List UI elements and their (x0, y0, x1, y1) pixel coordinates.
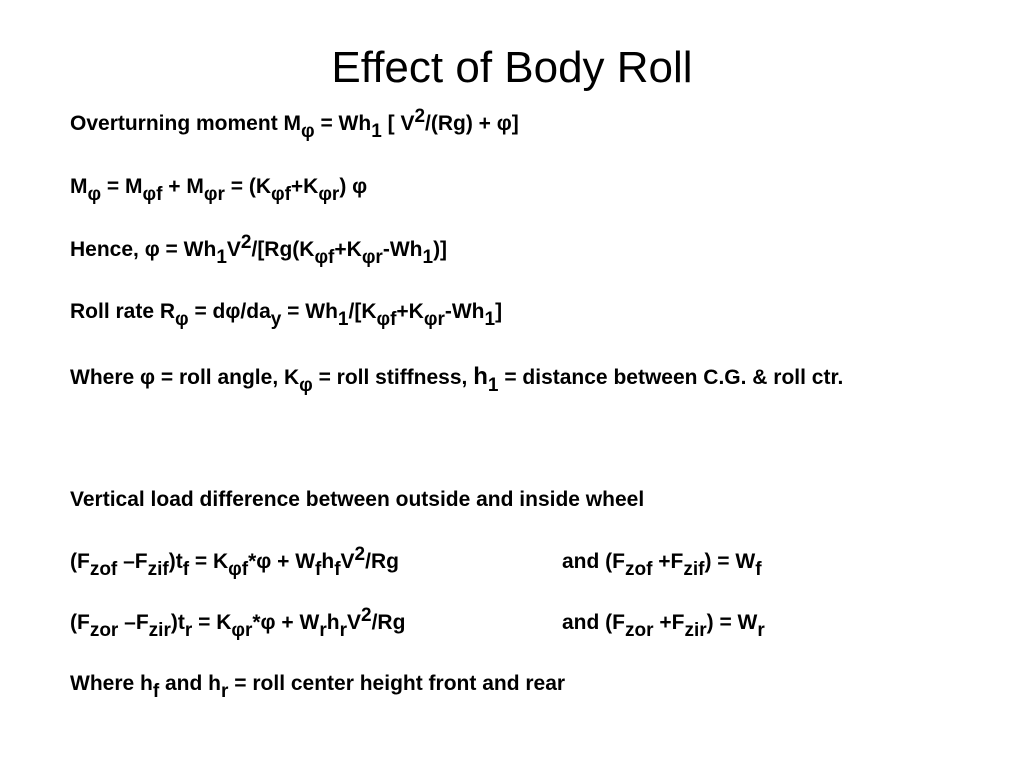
front-load-equation: (Fzof –Fzif)tf = Kφf*φ + WfhfV2/Rg (70, 544, 399, 580)
overturning-moment-equation: Overturning moment Mφ = Wh1 [ V2/(Rg) + … (70, 106, 519, 142)
slide-title: Effect of Body Roll (331, 43, 693, 92)
roll-center-height-definition: Where hf and hr = roll center height fro… (70, 672, 566, 702)
vertical-load-heading: Vertical load difference between outside… (70, 488, 645, 511)
front-load-sum-equation: and (Fzof +Fzif) = Wf (562, 550, 762, 580)
roll-rate-equation: Roll rate Rφ = dφ/day = Wh1/[Kφf+Kφr-Wh1… (70, 300, 503, 330)
rear-load-equation: (Fzor –Fzir)tr = Kφr*φ + WrhrV2/Rg (70, 605, 406, 641)
variable-definitions: Where φ = roll angle, Kφ = roll stiffnes… (70, 363, 844, 396)
moment-sum-equation: Mφ = Mφf + Mφr = (Kφf+Kφr) φ (70, 175, 368, 205)
roll-angle-equation: Hence, φ = Wh1V2/[Rg(Kφf+Kφr-Wh1)] (70, 232, 448, 268)
rear-load-sum-equation: and (Fzor +Fzir) = Wr (562, 611, 765, 641)
